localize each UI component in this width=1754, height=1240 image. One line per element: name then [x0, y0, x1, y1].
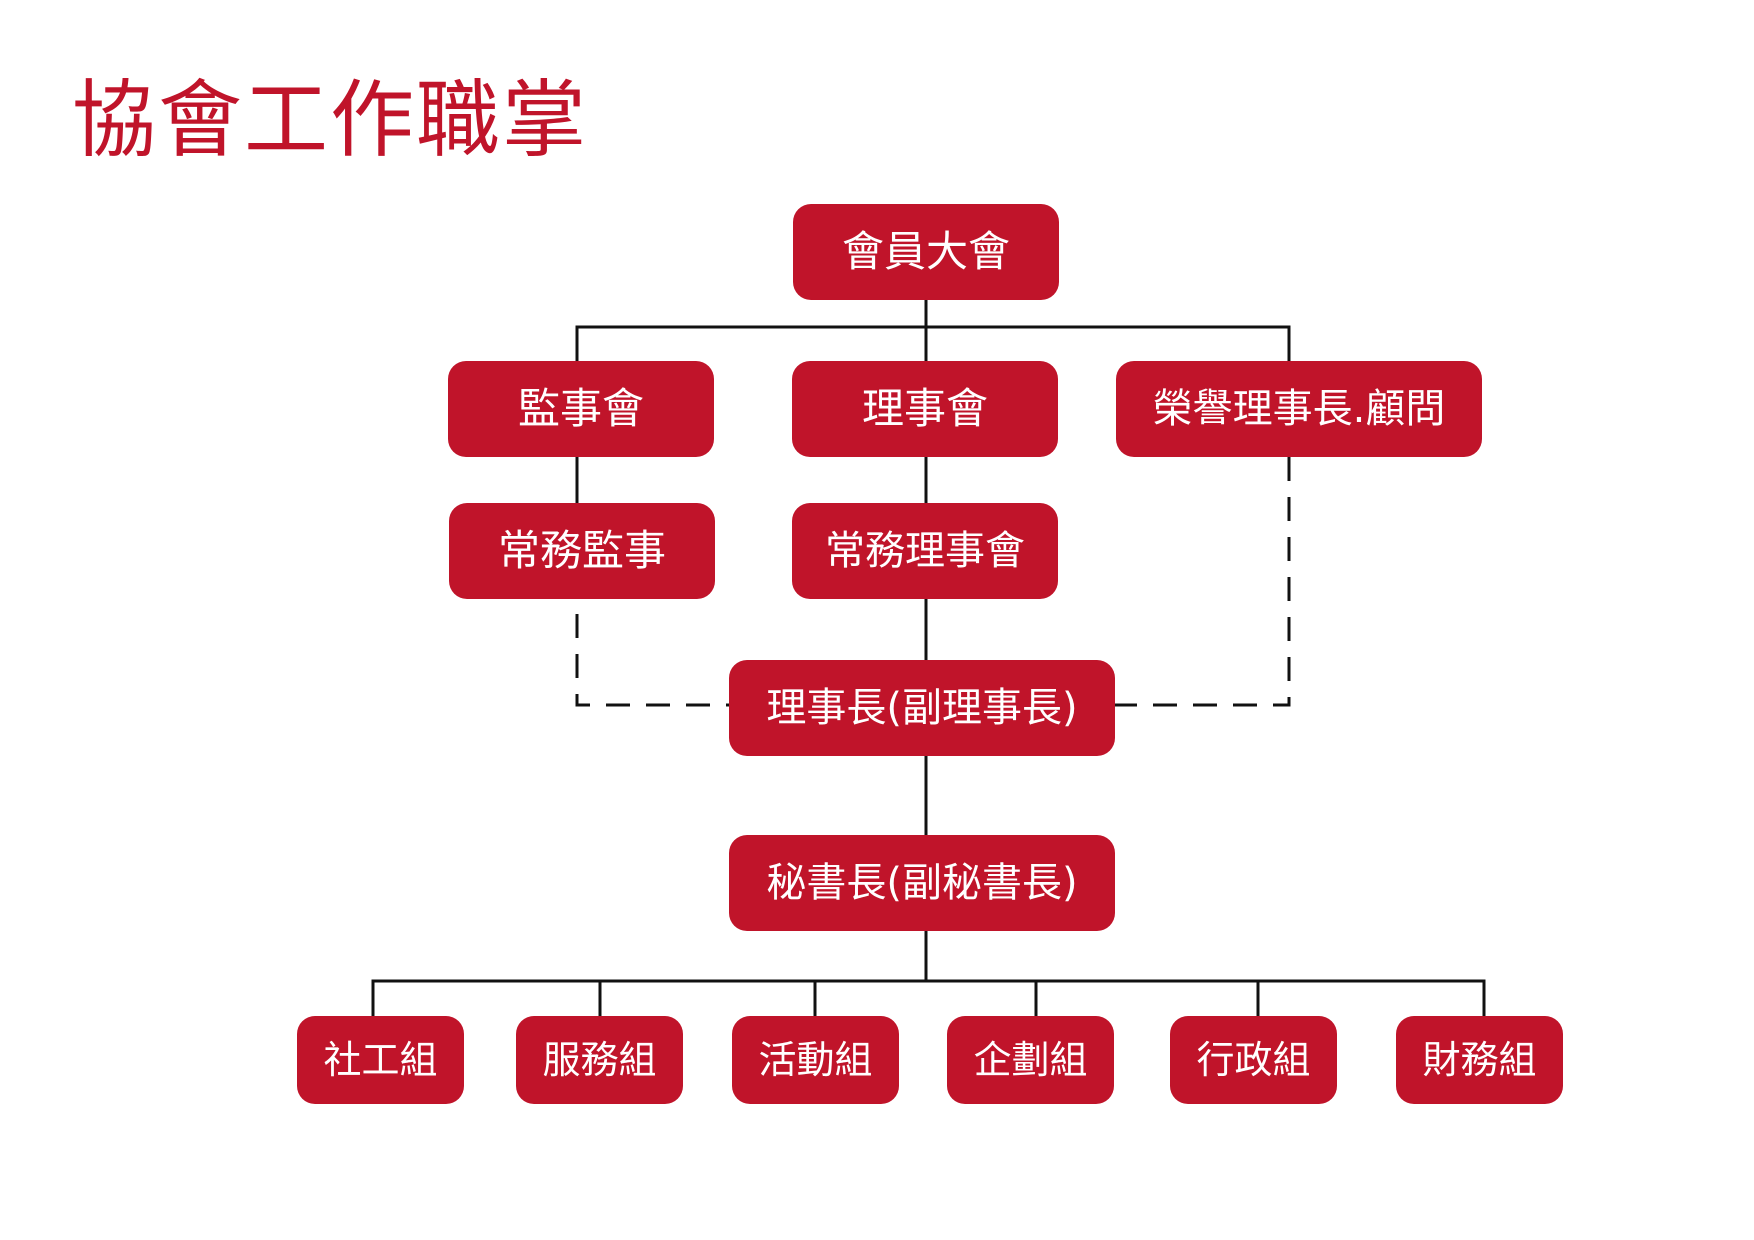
node-chairman: 理事長(副理事長) [729, 660, 1115, 756]
dashed-connector-left [575, 614, 729, 707]
node-department-administration: 行政組 [1170, 1016, 1337, 1104]
node-label: 理事長(副理事長) [766, 685, 1078, 731]
node-label: 財務組 [1422, 1038, 1537, 1082]
node-department-finance: 財務組 [1396, 1016, 1563, 1104]
node-label: 榮譽理事長.顧問 [1152, 386, 1446, 432]
node-label: 企劃組 [973, 1038, 1088, 1082]
node-secretary-general: 秘書長(副秘書長) [729, 835, 1115, 931]
node-directors-board: 理事會 [792, 361, 1058, 457]
node-honorary-advisors: 榮譽理事長.顧問 [1116, 361, 1482, 457]
node-executive-supervisor: 常務監事 [449, 503, 715, 599]
node-label: 行政組 [1196, 1038, 1311, 1082]
node-label: 常務理事會 [825, 528, 1025, 574]
node-label: 監事會 [517, 384, 644, 433]
dashed-connector-right [1115, 457, 1291, 707]
node-label: 會員大會 [841, 227, 1010, 276]
node-executive-directors: 常務理事會 [792, 503, 1058, 599]
node-general-assembly: 會員大會 [793, 204, 1059, 300]
node-label: 常務監事 [497, 526, 666, 575]
page-title: 協會工作職掌 [72, 71, 589, 169]
node-department-planning: 企劃組 [947, 1016, 1114, 1104]
node-label: 社工組 [323, 1038, 438, 1082]
node-supervisors-board: 監事會 [448, 361, 714, 457]
node-label: 活動組 [758, 1038, 873, 1082]
node-department-service: 服務組 [516, 1016, 683, 1104]
node-label: 服務組 [542, 1038, 657, 1082]
node-label: 秘書長(副秘書長) [766, 860, 1078, 906]
node-department-social-work: 社工組 [297, 1016, 464, 1104]
node-label: 理事會 [861, 384, 988, 433]
node-department-activities: 活動組 [732, 1016, 899, 1104]
